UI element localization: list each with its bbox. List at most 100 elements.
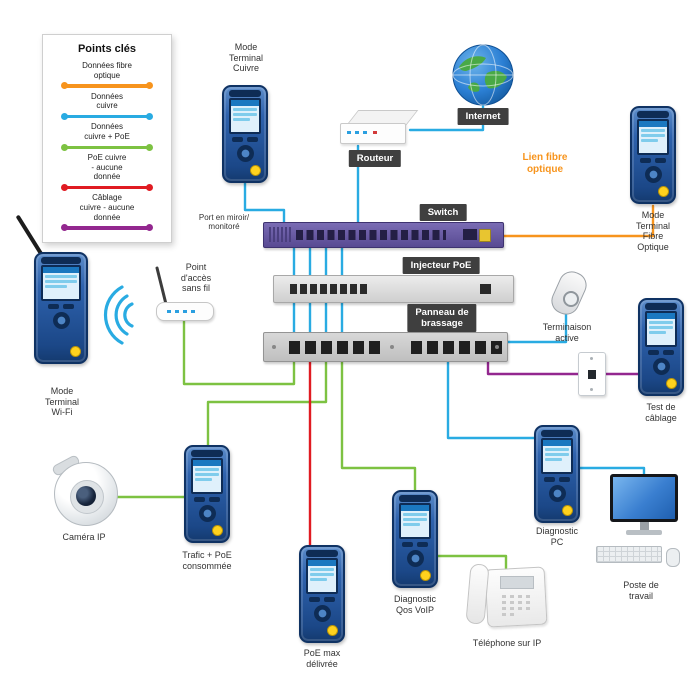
panel-ports-right [411, 341, 503, 354]
monitor-frame [610, 474, 678, 522]
device-tester-terminal-fibre [630, 106, 676, 204]
tester-buttons [186, 497, 228, 502]
device-poste-keyboard [596, 546, 662, 563]
legend-line-cabling [61, 224, 153, 231]
legend-line-copper-poe [61, 143, 153, 151]
legend-item-copper-poe: Données cuivre + PoE [49, 122, 165, 151]
tester-screen-header [231, 100, 259, 106]
panel-screw [272, 345, 276, 349]
tester-dpad [652, 358, 670, 375]
label-routeur: Routeur [348, 150, 402, 168]
label-terminal-wifi: Mode Terminal Wi-Fi [44, 386, 80, 418]
wifi-waves-icon [114, 294, 129, 336]
wire-switch-terminal-fibre [496, 204, 655, 238]
tester-buttons [394, 542, 436, 547]
tester-screen-header [647, 313, 675, 319]
tester-brand-strip [645, 303, 677, 310]
tester-buttons [632, 158, 674, 163]
label-terminaison: Terminaison active [542, 322, 592, 343]
tester-screen-header [639, 121, 667, 127]
label-terminal-fibre: Mode Terminal Fibre Optique [635, 210, 671, 252]
wire-panneau-point-acces [182, 314, 296, 386]
label-diagnostic-pc: Diagnostic PC [535, 526, 579, 547]
switch-vents [269, 227, 291, 242]
device-poste-mouse [666, 548, 680, 567]
legend-item-fiber: Données fibre optique [49, 61, 165, 89]
panel-ports-left [289, 341, 381, 354]
tester-screen-header [543, 440, 571, 446]
label-test-cablage: Test de câblage [645, 402, 677, 423]
monitor-stand [640, 522, 649, 531]
tester-power-button [212, 525, 223, 536]
tester-power-button [327, 625, 338, 636]
tester-power-button [666, 378, 677, 389]
legend-item-poe-only: PoE cuivre - aucune donnée [49, 153, 165, 191]
wire-panneau-qos [340, 355, 417, 494]
tester-dpad [313, 605, 331, 622]
injector-ports [290, 284, 368, 294]
phone-keypad [502, 595, 506, 598]
label-point-acces: Point d'accès sans fil [180, 262, 212, 294]
tester-dpad [644, 166, 662, 183]
tester-screen [399, 503, 431, 539]
device-routeur [338, 108, 419, 148]
device-tester-terminal-wifi [34, 252, 88, 364]
wire-panneau-diagnostic-pc [446, 355, 538, 440]
tester-dpad [548, 485, 566, 502]
label-camera: Caméra IP [62, 532, 106, 542]
tester-power-button [562, 505, 573, 516]
tester-screen-header [193, 460, 221, 466]
tester-screen [229, 98, 261, 134]
camera-lens [76, 486, 96, 506]
legend-title: Points clés [77, 43, 137, 55]
device-point-acces [156, 302, 214, 321]
legend-panel: Points clés Données fibre optique Donnée… [42, 34, 172, 243]
label-injecteur: Injecteur PoE [402, 257, 480, 275]
tester-buttons [536, 477, 578, 482]
device-tester-qos-voip [392, 490, 438, 588]
device-tester-test-cablage [638, 298, 684, 396]
tester-screen [41, 265, 81, 301]
wifi-waves-icon [103, 285, 124, 345]
wall-outlet-jack [588, 370, 596, 379]
tester-power-button [70, 346, 81, 357]
wall-outlet [578, 352, 606, 396]
switch-uplink-port [463, 229, 477, 240]
legend-line-fiber [61, 82, 153, 89]
access-point-leds [167, 310, 171, 313]
device-camera-ip [50, 454, 120, 528]
tester-screen [645, 311, 677, 347]
device-switch [263, 222, 504, 248]
tester-dpad [236, 145, 254, 162]
tester-brand-strip [399, 495, 431, 502]
tester-brand-strip [541, 430, 573, 437]
monitor-base [626, 530, 662, 535]
tester-buttons [640, 350, 682, 355]
legend-line-poe-only [61, 184, 153, 191]
label-panneau: Panneau de brassage [407, 304, 477, 333]
tester-screen [306, 558, 338, 594]
switch-ports [296, 230, 446, 240]
tester-buttons [224, 137, 266, 142]
label-lien-fibre: Lien fibre optique [522, 152, 568, 175]
internet-globe-icon [452, 44, 514, 106]
tester-screen [541, 438, 573, 474]
tester-screen-header [401, 505, 429, 511]
tester-power-button [420, 570, 431, 581]
wire-qos-telephone [434, 554, 508, 574]
panel-screw [495, 345, 499, 349]
label-terminal-cuivre: Mode Terminal Cuivre [228, 42, 264, 74]
tester-brand-strip [637, 111, 669, 118]
label-telephone: Téléphone sur IP [472, 638, 542, 648]
device-telephone-ip [465, 562, 548, 634]
device-tester-trafic-poe [184, 445, 230, 543]
tester-brand-strip [41, 257, 81, 264]
device-panneau-brassage [263, 332, 508, 362]
tester-brand-strip [191, 450, 223, 457]
routeur-front-face [340, 123, 406, 144]
monitor-screen [613, 477, 675, 519]
device-terminaison-active [546, 267, 591, 320]
wire-trafic-panneau [206, 355, 328, 448]
tester-screen-header [43, 267, 79, 273]
